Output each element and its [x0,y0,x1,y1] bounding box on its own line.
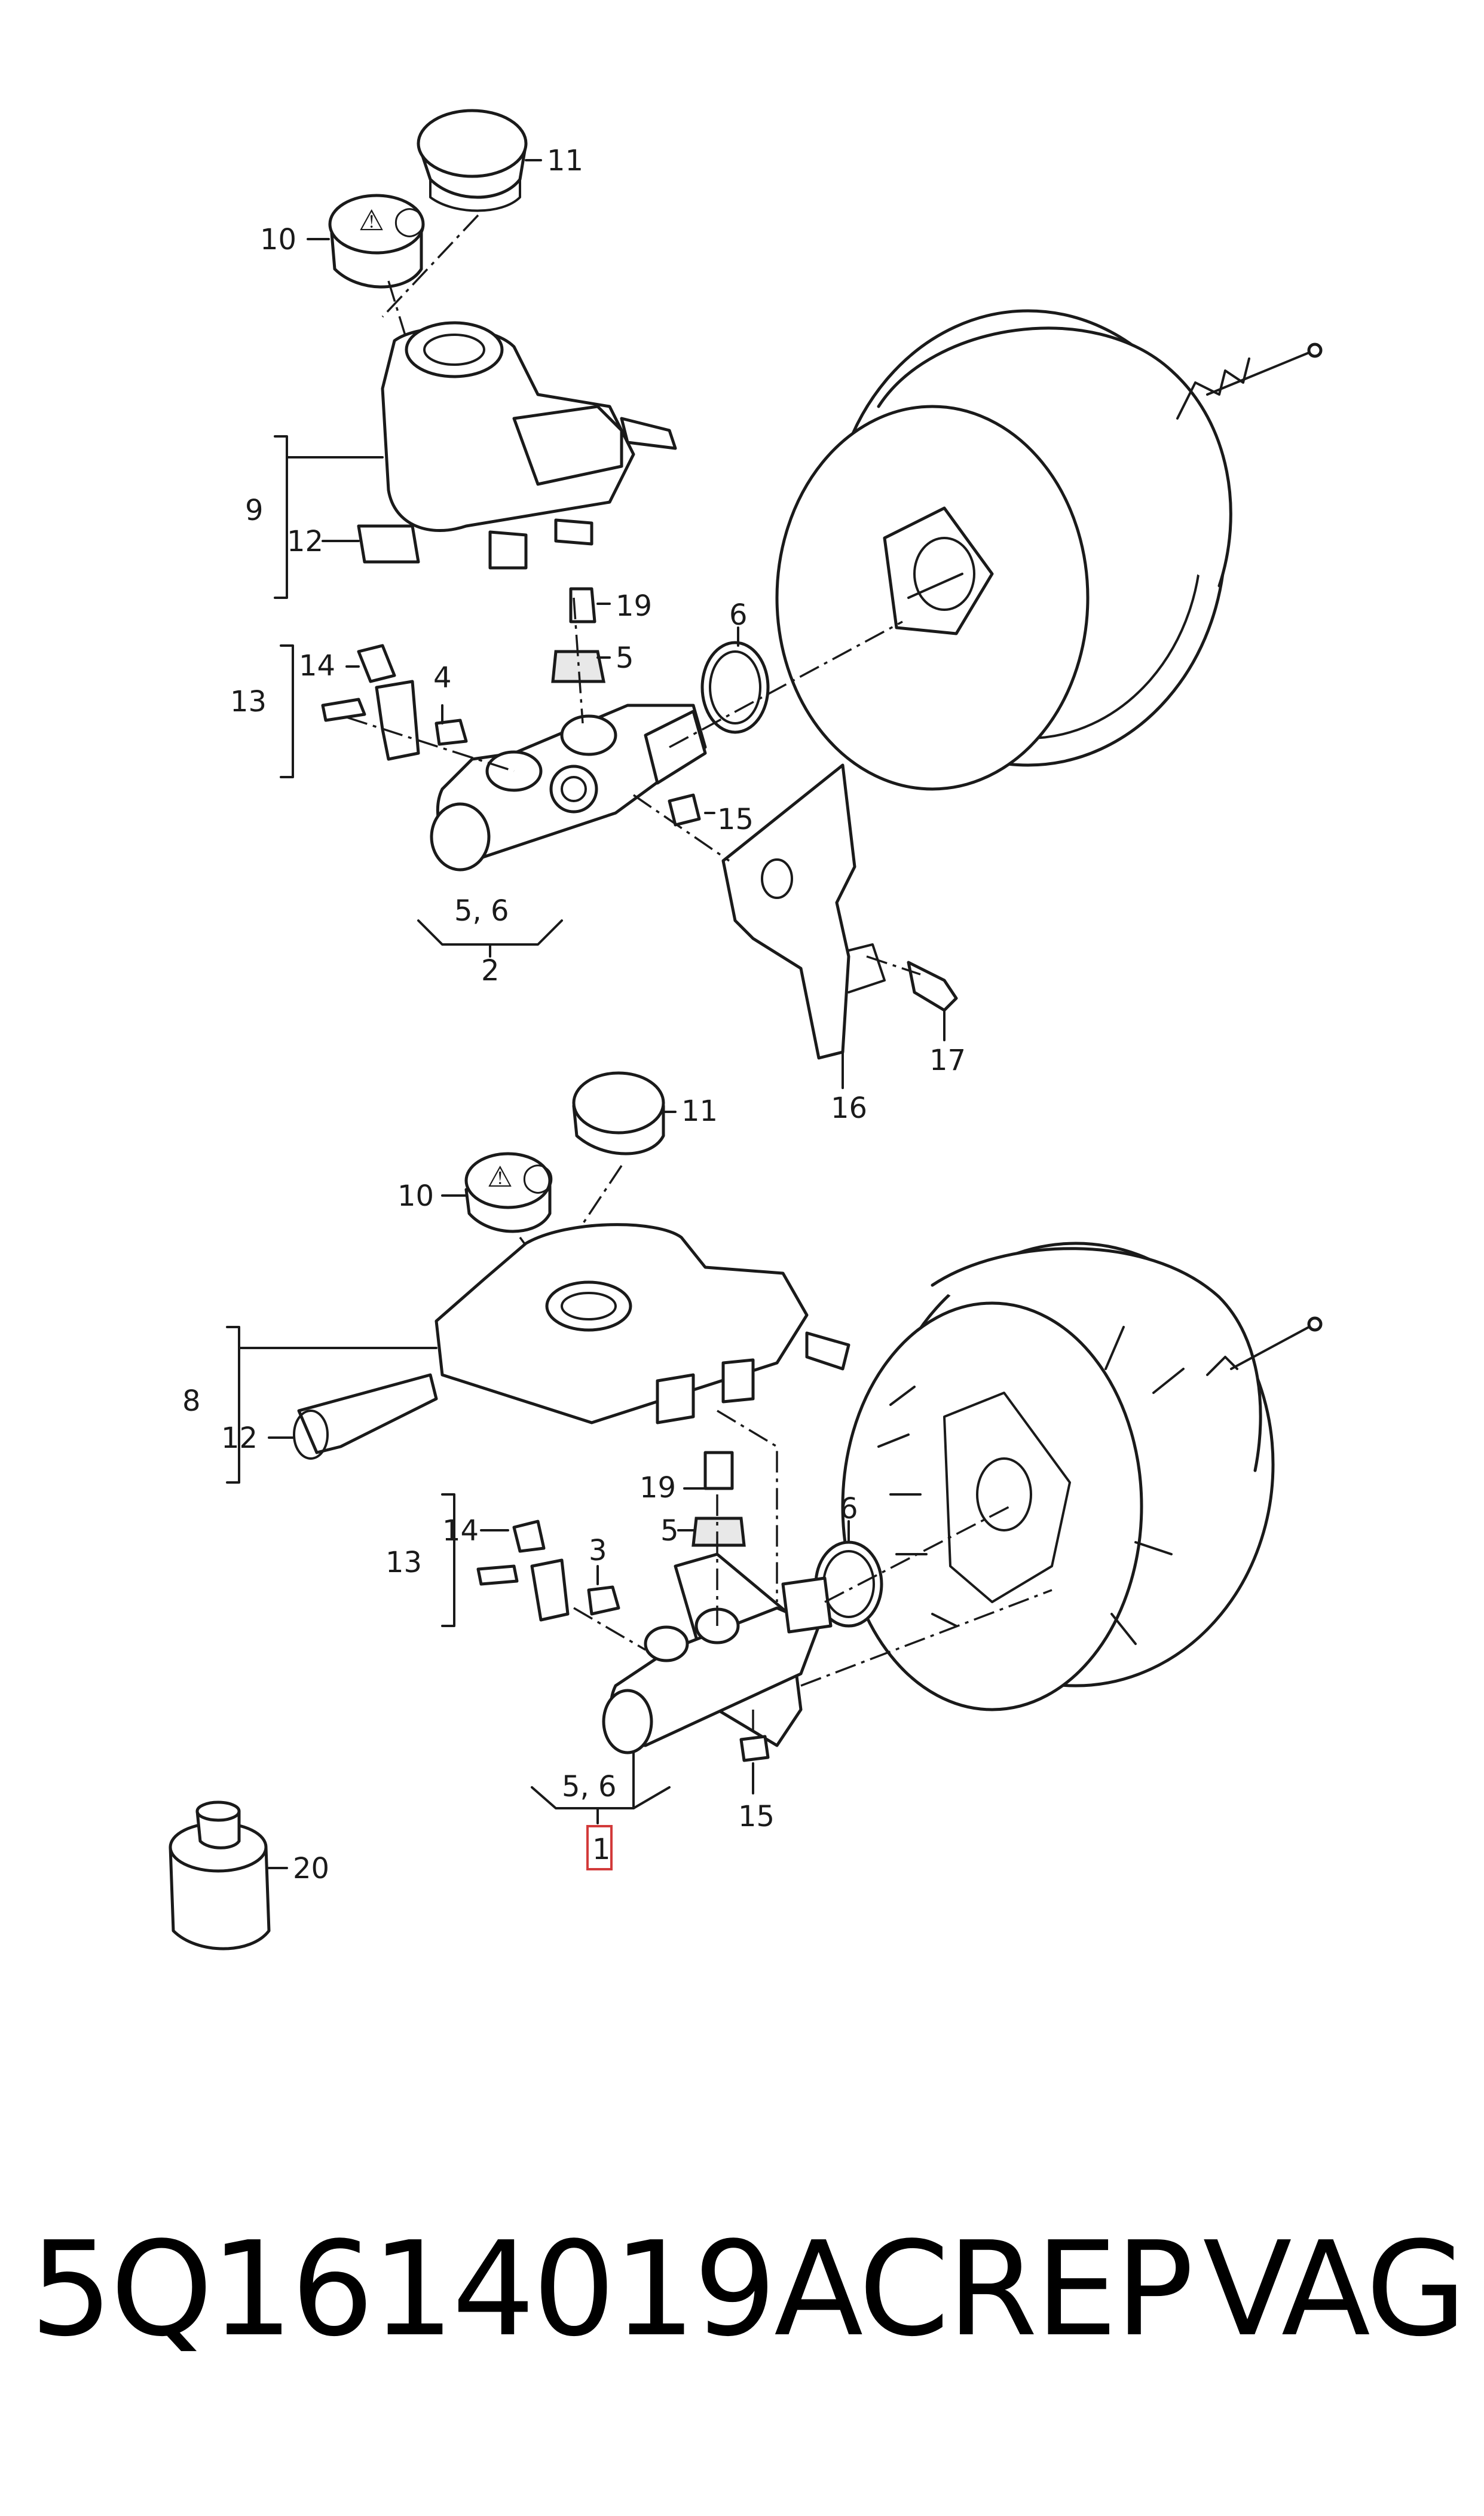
nut-15-top [668,793,701,827]
brand-name: VAG [1203,2214,1467,2365]
callout-14: 14 [442,1514,479,1548]
brake-light-switch-bottom [476,1520,570,1622]
callout-11: 11 [681,1095,718,1128]
callout-11: 11 [547,144,583,178]
callout-14: 14 [299,649,335,683]
grommet-5-bottom [691,1517,746,1547]
callout-19: 19 [640,1471,676,1505]
part-caption: 5Q1614019ACREP VAG [30,2212,1467,2367]
callout-10: 10 [397,1179,434,1213]
callout-4: 4 [433,661,452,695]
brake-fluid-canister-20 [169,1800,271,1951]
reservoir-cap-11-top [417,109,528,212]
reservoir-cap-10-bottom: ⚠ ◯ [464,1152,554,1233]
callout-13: 13 [230,685,267,719]
bleed-screw-19-bottom [703,1451,734,1490]
highlight-box [586,1825,613,1870]
brake-booster-bottom [841,1242,1323,1711]
nut-15-bottom [739,1735,770,1762]
grommet-5-top [551,650,606,683]
callout-17: 17 [929,1044,966,1077]
part-number: 5Q1614019ACREP [30,2214,1194,2365]
callout-12: 12 [287,525,323,558]
svg-text:⚠ ◯: ⚠ ◯ [487,1160,554,1194]
brake-booster-top [775,309,1323,791]
callout-6: 6 [840,1492,858,1526]
seal-ring-6-top [700,641,770,734]
callout-10: 10 [260,223,296,256]
reservoir-cap-10-top: ⚠ ◯ [328,194,426,289]
callout-5: 5 [660,1514,679,1548]
bolt-4-top [435,719,468,746]
callout-15: 15 [738,1800,775,1833]
callout-12: 12 [221,1421,258,1455]
callout-13: 13 [385,1546,422,1579]
callout-5-6: 5, 6 [562,1770,617,1803]
callout-20: 20 [293,1852,329,1885]
seal-ring-6-bottom [814,1540,883,1628]
top-assembly: ⚠ ◯ [274,109,1323,1089]
callout-2: 2 [481,954,500,988]
svg-text:⚠ ◯: ⚠ ◯ [359,204,426,237]
callout-8: 8 [182,1384,201,1418]
bleed-screw-19-top [569,587,596,623]
callout-1: 1 [592,1833,611,1866]
brake-fluid-reservoir-top [357,321,677,570]
callout-5: 5 [616,641,634,675]
brake-light-switch-top [321,644,420,761]
callout-16: 16 [831,1092,867,1125]
callouts-bottom: 11 10 8 12 19 6 5 14 3 13 5, 6 1 15 20 [182,1095,858,1885]
bolt-3-bottom [587,1585,620,1616]
parts-exploded-diagram: ⚠ ◯ [169,109,1323,1951]
callout-6: 6 [729,598,748,632]
callout-3: 3 [589,1534,607,1567]
bolt-17-top [907,961,958,1012]
reservoir-cap-11-bottom [572,1071,665,1155]
bottom-assembly: ⚠ ◯ [169,1071,1323,1951]
master-cylinder-top [430,704,707,872]
callout-15: 15 [717,803,754,836]
callout-19: 19 [616,589,652,623]
callout-5-6: 5, 6 [454,894,509,928]
brake-fluid-reservoir-bottom [293,1223,850,1460]
callout-9: 9 [245,494,264,527]
callouts-top: 11 10 9 12 19 6 5 14 4 13 15 5, 6 2 17 1… [230,144,966,1125]
